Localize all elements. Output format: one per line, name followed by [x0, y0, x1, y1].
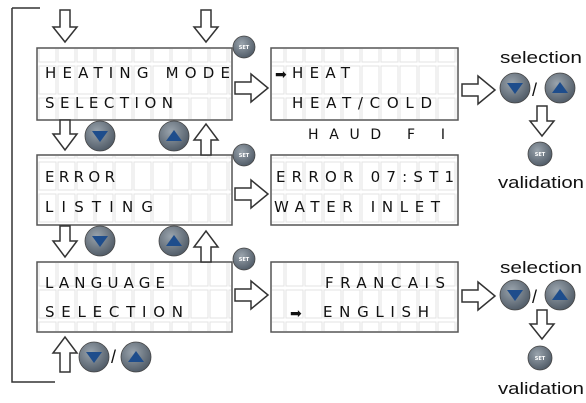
down-button[interactable] — [499, 72, 531, 104]
set-button-label: SET — [535, 152, 546, 158]
set-button-icon — [527, 345, 553, 371]
down-button-icon — [86, 352, 102, 363]
up-button-icon — [128, 351, 144, 362]
hollow-arrow-down-icon — [51, 9, 79, 44]
down-button-icon — [92, 131, 108, 142]
right-arrow-icon: ➡ — [290, 306, 302, 322]
down-button-icon — [507, 83, 523, 94]
down-button[interactable] — [499, 279, 531, 311]
up-button-icon — [166, 235, 182, 246]
set-button-validation-top[interactable]: SET — [527, 141, 553, 167]
note-below-heat-display: HAUD F I — [308, 127, 445, 143]
hollow-arrow-right-icon — [461, 74, 497, 106]
down-button-icon — [507, 290, 523, 301]
up-button[interactable] — [544, 279, 576, 311]
down-button[interactable] — [84, 120, 116, 152]
set-button-row1[interactable]: SET — [232, 35, 256, 59]
down-button[interactable] — [78, 341, 110, 373]
set-button-row3[interactable]: SET — [232, 247, 256, 271]
up-button[interactable] — [544, 72, 576, 104]
hollow-arrow-down-icon — [51, 225, 79, 259]
up-button-icon — [166, 130, 182, 141]
set-button-label: SET — [239, 45, 250, 51]
selection-label-top: selection — [500, 48, 582, 67]
hollow-arrow-right-icon — [234, 279, 270, 311]
button-separator: / — [532, 287, 537, 307]
lcd-language-selection: LANGUAGE SELECTION — [36, 261, 233, 333]
set-button-validation-bottom[interactable]: SET — [527, 345, 553, 371]
right-arrow-icon: ➡ — [275, 67, 287, 83]
set-button-icon — [232, 35, 256, 59]
lcd-error-display: ERROR 07:ST1 WATER INLET — [270, 154, 459, 226]
up-button[interactable] — [158, 120, 190, 152]
set-button-row2[interactable]: SET — [232, 143, 256, 167]
hollow-arrow-down-icon — [528, 309, 556, 341]
set-button-label: SET — [239, 257, 250, 263]
lcd-language-display: FRANCAIS ➡ ENGLISH — [270, 261, 459, 333]
down-button-icon — [92, 236, 108, 247]
lcd-heat-display: ➡ HEAT HEAT/COLD — [270, 47, 459, 121]
selection-label-bottom: selection — [500, 258, 582, 277]
up-button[interactable] — [120, 341, 152, 373]
down-button[interactable] — [84, 225, 116, 257]
hollow-arrow-right-icon — [461, 280, 497, 312]
up-button-icon — [552, 82, 568, 93]
set-button-icon — [527, 141, 553, 167]
set-button-icon — [232, 247, 256, 271]
hollow-arrow-right-icon — [234, 72, 270, 104]
hollow-arrow-down-icon — [528, 105, 556, 138]
lcd-heating-mode: HEATING MODE SELECTION — [36, 47, 233, 121]
hollow-arrow-down-icon — [51, 119, 79, 152]
set-button-label: SET — [535, 356, 546, 362]
validation-label-top: validation — [498, 173, 584, 192]
lcd-error-listing: ERROR LISTING — [36, 154, 233, 226]
validation-label-bottom: validation — [498, 379, 584, 398]
button-separator: / — [532, 80, 537, 100]
lcd-heating-mode-line2: SELECTION — [45, 94, 173, 112]
set-button-label: SET — [239, 153, 250, 159]
return-loop-line — [11, 7, 55, 383]
lcd-error-listing-line1: ERROR — [45, 168, 115, 186]
up-button-icon — [552, 289, 568, 300]
lcd-language-display-line2: ENGLISH — [323, 303, 429, 321]
hollow-arrow-right-icon — [234, 178, 270, 210]
up-button[interactable] — [158, 225, 190, 257]
button-separator: / — [111, 347, 116, 367]
hollow-arrow-up-icon — [51, 335, 79, 373]
hollow-arrow-down-icon — [192, 9, 220, 44]
hollow-arrow-up-icon — [192, 122, 220, 156]
set-button-icon — [232, 143, 256, 167]
lcd-language-selection-line2: SELECTION — [45, 303, 183, 321]
hollow-arrow-up-icon — [192, 229, 220, 263]
lcd-heat-display-line2: HEAT/COLD — [292, 94, 432, 112]
